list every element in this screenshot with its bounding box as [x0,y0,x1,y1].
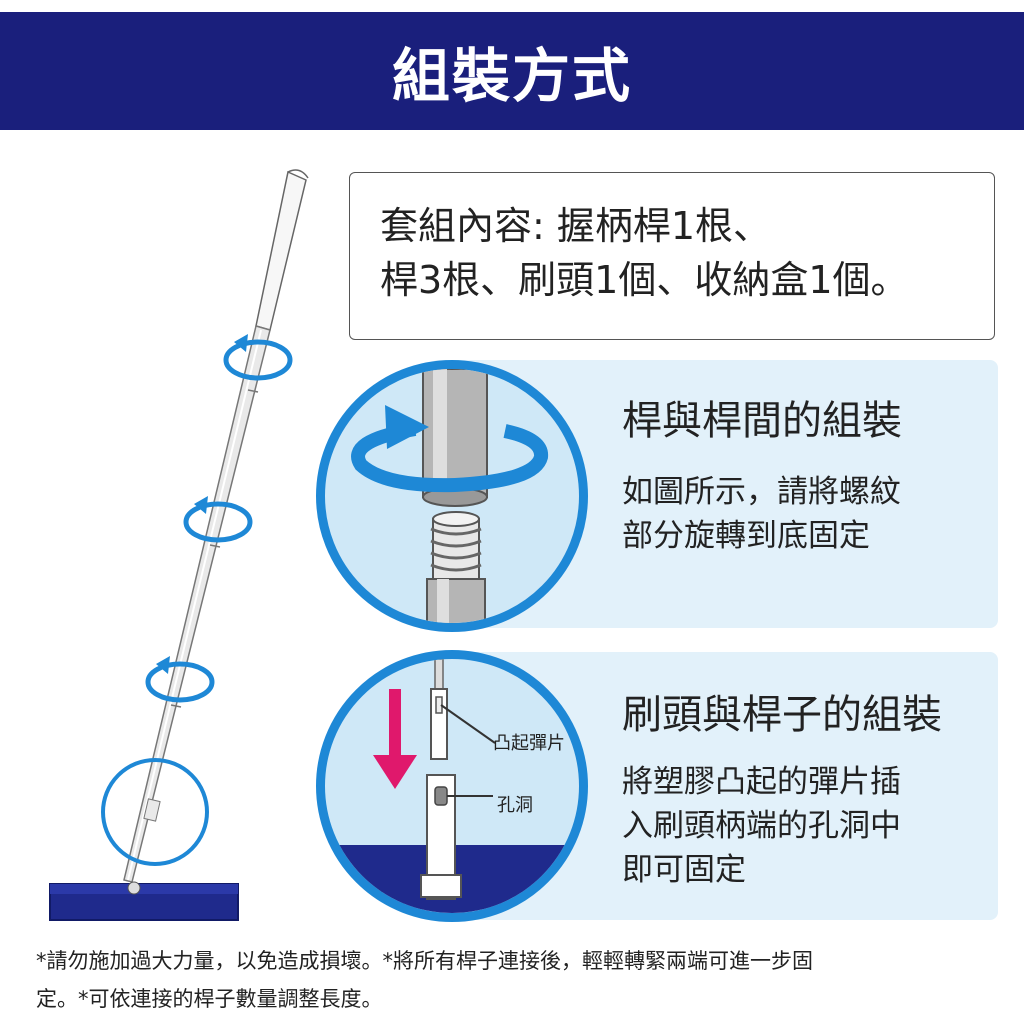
footer-notes: *請勿施加過大力量，以免造成損壞。*將所有桿子連接後，輕輕轉緊兩端可進一步固 定… [36,942,996,1018]
head-assembly-title: 刷頭與桿子的組裝 [622,692,942,738]
head-assembly-line: 將塑膠凸起的彈片插 [622,764,901,800]
kit-contents-line: 套組內容: 握柄桿1根、 [380,204,772,248]
pole-assembly-line: 如圖所示，請將螺紋 [622,474,901,510]
footer-note-line: 定。*可依連接的桿子數量調整長度。 [36,987,383,1011]
pole-assembly-text: 如圖所示，請將螺紋 部分旋轉到底固定 [622,470,901,558]
head-assembly-text: 將塑膠凸起的彈片插 入刷頭柄端的孔洞中 即可固定 [622,760,901,892]
mop-illustration [49,169,309,921]
head-assembly-line: 即可固定 [622,852,746,888]
rotate-arrow-icon [145,339,293,703]
kit-contents-line: 桿3根、刷頭1個、收納盒1個。 [380,258,909,302]
mop-head [49,881,239,921]
joint-highlight-circle [101,758,209,866]
page-header: 組裝方式 [0,12,1024,130]
footer-note-line: *請勿施加過大力量，以免造成損壞。*將所有桿子連接後，輕輕轉緊兩端可進一步固 [36,949,813,973]
mop-pole [123,169,309,883]
thread-detail-circle [316,360,588,632]
head-assembly-line: 入刷頭柄端的孔洞中 [622,808,901,844]
down-arrow-icon [373,689,417,789]
rotate-arrow-icon [351,405,549,493]
head-detail-circle: 凸起彈片 孔洞 [316,650,588,922]
pole-assembly-title: 桿與桿間的組裝 [622,398,902,444]
callout-hole-label: 孔洞 [497,795,533,816]
pole-assembly-line: 部分旋轉到底固定 [622,518,870,554]
page-title: 組裝方式 [391,42,632,110]
callout-tab-label: 凸起彈片 [493,733,565,754]
kit-contents-box: 套組內容: 握柄桿1根、 桿3根、刷頭1個、收納盒1個。 [349,172,995,340]
